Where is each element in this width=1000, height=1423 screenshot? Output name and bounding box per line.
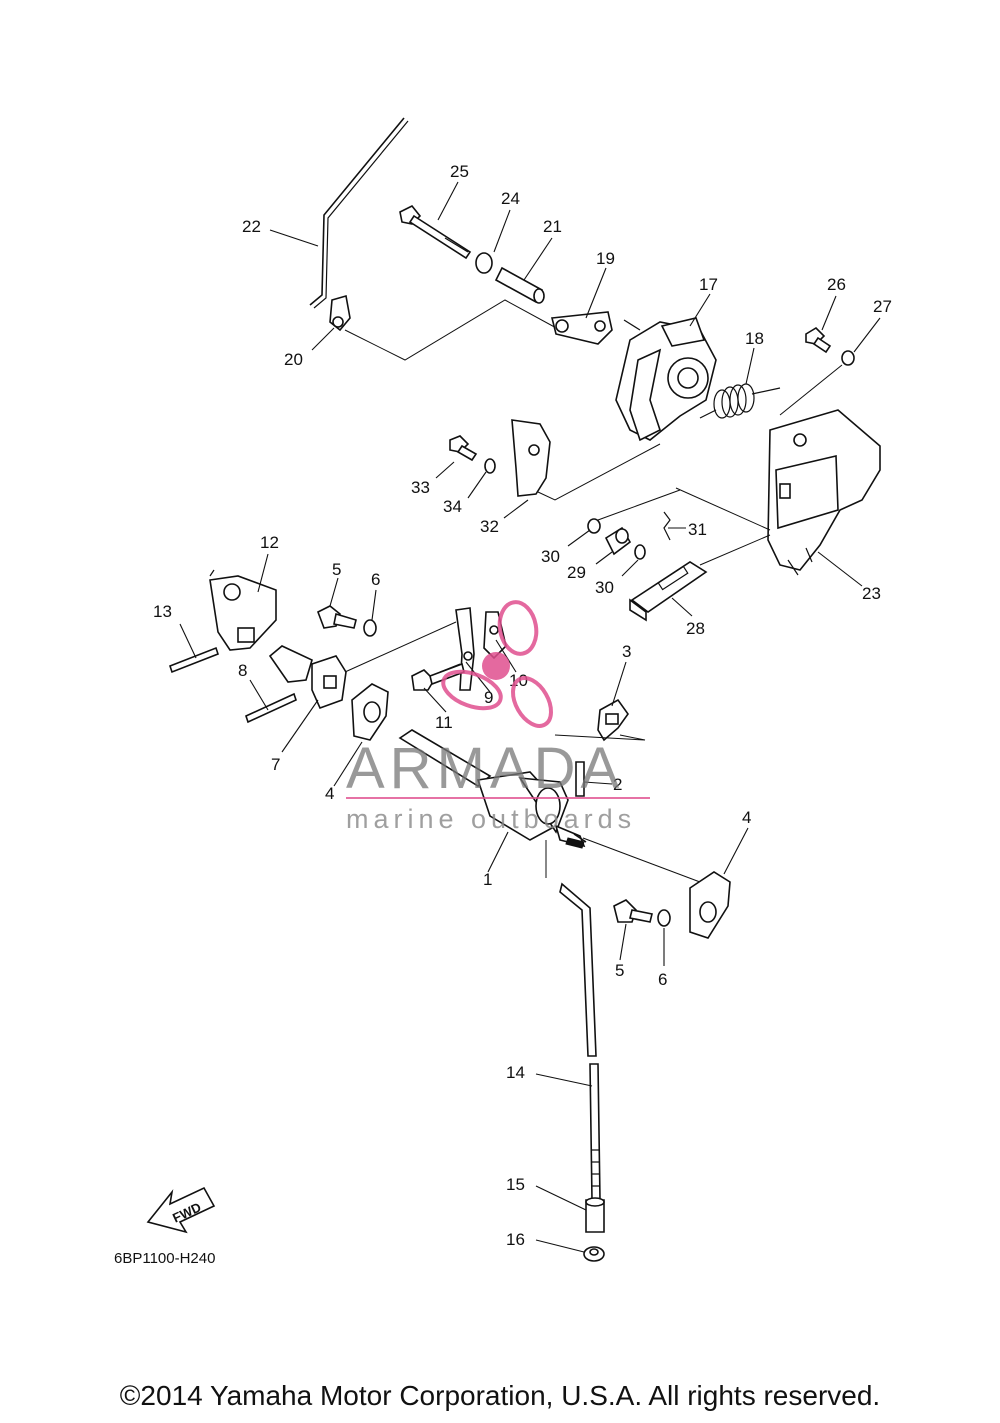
callout-3: 3 [622, 642, 631, 661]
collar-21 [494, 266, 545, 304]
nut-15 [585, 1197, 605, 1233]
guide-line [582, 837, 701, 883]
washer-30b [634, 544, 646, 560]
callout-labels: 1 2 3 4 4 5 5 6 6 7 8 9 10 11 12 13 14 1… [153, 162, 892, 1249]
callout-6a: 6 [371, 570, 380, 589]
lever-12 [209, 569, 277, 651]
guide-line [344, 299, 561, 361]
callout-33: 33 [411, 478, 430, 497]
washer-30a [587, 518, 601, 534]
callout-11: 11 [435, 713, 453, 732]
clip-3 [597, 698, 629, 742]
slider-28 [629, 561, 708, 622]
bolt-26 [805, 326, 832, 354]
callout-34: 34 [443, 497, 462, 516]
guide-line [675, 487, 771, 531]
copyright-notice: ©2014 Yamaha Motor Corporation, U.S.A. A… [119, 1380, 881, 1411]
callout-2: 2 [613, 775, 622, 794]
callout-29: 29 [567, 563, 586, 582]
guide-line [554, 734, 646, 741]
callout-14: 14 [506, 1063, 525, 1082]
callout-1: 1 [483, 870, 492, 889]
spring-18 [699, 383, 781, 419]
callout-18: 18 [745, 329, 764, 348]
collar-29 [604, 526, 632, 556]
callout-8: 8 [238, 661, 247, 680]
callout-20: 20 [284, 350, 303, 369]
callout-30a: 30 [541, 547, 560, 566]
link-rod-22 [309, 117, 409, 309]
watermark-tagline: marine outboards [346, 804, 636, 834]
callout-4b: 4 [742, 808, 751, 827]
watermark-logo-icon [441, 600, 553, 728]
throttle-cam-17 [615, 317, 717, 442]
arm-4b [689, 871, 731, 939]
guide-line [597, 489, 771, 566]
callout-12: 12 [260, 533, 279, 552]
callout-5a: 5 [332, 560, 341, 579]
callout-26: 26 [827, 275, 846, 294]
washer-6a [363, 619, 377, 637]
callout-24: 24 [501, 189, 520, 208]
bolt-5a [316, 605, 357, 629]
drawing-code: 6BP1100-H240 [114, 1250, 215, 1267]
shift-rod-14 [559, 882, 601, 1201]
nut-16 [583, 1246, 605, 1262]
callout-21: 21 [543, 217, 562, 236]
washer-24 [475, 252, 493, 274]
callout-5b: 5 [615, 961, 624, 980]
clip-31 [663, 511, 671, 541]
callout-19: 19 [596, 249, 615, 268]
shaft-7 [268, 645, 347, 710]
callout-6b: 6 [658, 970, 667, 989]
guide-line [537, 443, 661, 501]
callout-23: 23 [862, 584, 881, 603]
watermark-brand: ARMADA [346, 736, 624, 801]
link-19 [551, 311, 613, 345]
leader-lines [179, 181, 881, 1253]
callout-32: 32 [480, 517, 499, 536]
shift-shaft-1 [398, 729, 587, 849]
pin-13 [169, 646, 219, 674]
joint-20 [329, 294, 351, 332]
pin-2 [575, 761, 585, 797]
callout-4a: 4 [325, 784, 334, 803]
guide-line [779, 364, 843, 416]
callout-27: 27 [873, 297, 892, 316]
callout-25: 25 [450, 162, 469, 181]
plate-32 [511, 419, 551, 497]
washer-34 [484, 458, 496, 474]
pin-8 [245, 692, 297, 724]
bolt-5b [613, 899, 653, 923]
arm-4a [351, 683, 389, 741]
bolt-33 [449, 435, 478, 462]
callout-15: 15 [506, 1175, 525, 1194]
fwd-arrow-icon: FWD [146, 1186, 216, 1234]
plate-9 [455, 607, 475, 691]
callout-17: 17 [699, 275, 718, 294]
bolt-25 [399, 204, 472, 260]
callout-31: 31 [688, 520, 707, 539]
washer-6b [657, 909, 671, 927]
callout-30b: 30 [595, 578, 614, 597]
bracket-23 [767, 409, 881, 576]
callout-28: 28 [686, 619, 705, 638]
callout-9: 9 [484, 688, 493, 707]
washer-27 [841, 350, 855, 366]
bolt-11 [411, 662, 465, 691]
callout-22: 22 [242, 217, 261, 236]
callout-16: 16 [506, 1230, 525, 1249]
callout-7: 7 [271, 755, 280, 774]
callout-13: 13 [153, 602, 172, 621]
guide-line [344, 621, 457, 673]
